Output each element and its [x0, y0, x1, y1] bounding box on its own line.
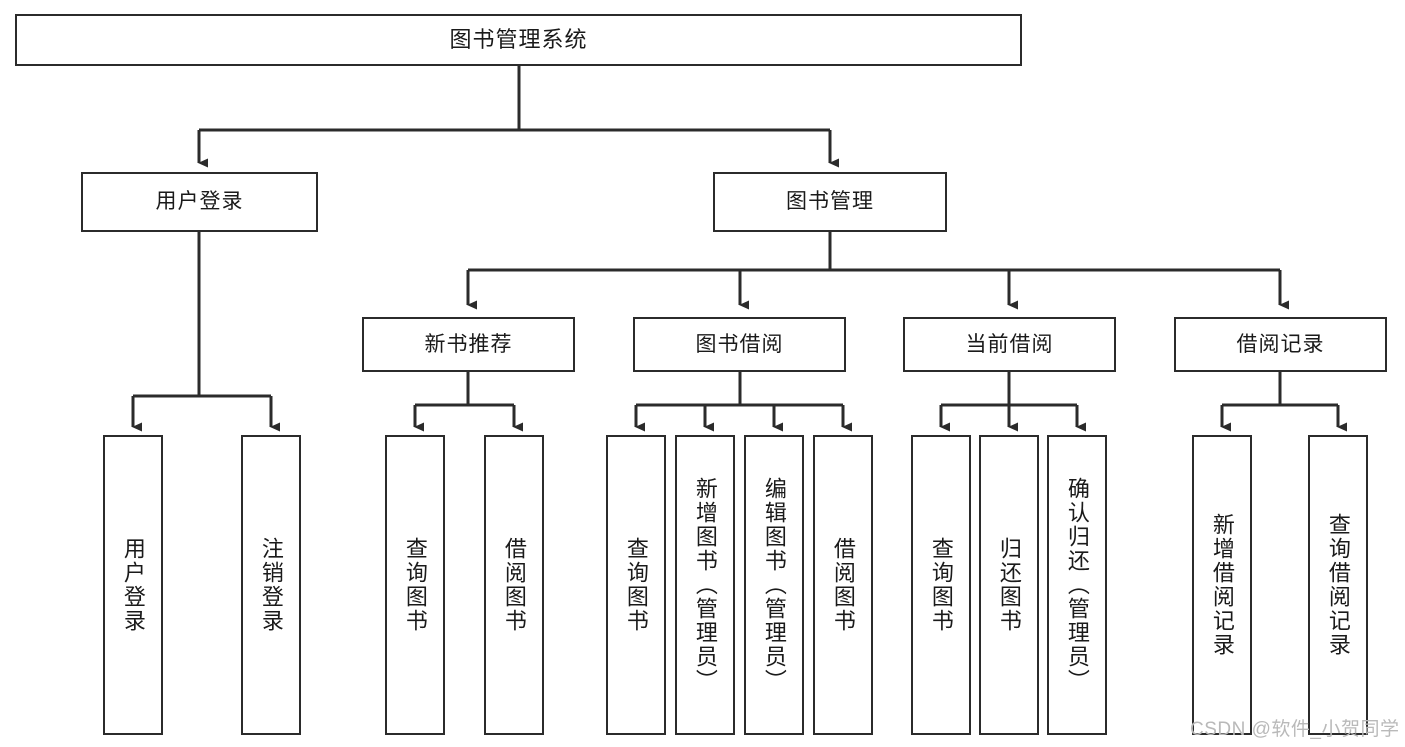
leaf-add-book-admin[interactable]: 新增图书（管理员）: [675, 435, 735, 735]
node-new-book-recommend[interactable]: 新书推荐: [362, 317, 575, 372]
leaf-label: 新增借阅记录: [1209, 513, 1235, 657]
leaf-label: 确认归还（管理员）: [1064, 477, 1090, 693]
leaf-label: 归还图书: [996, 537, 1022, 633]
csdn-watermark: CSDN @软件_小贺同学: [1190, 719, 1400, 740]
leaf-label: 查询图书: [623, 537, 649, 633]
leaf-label: 查询图书: [402, 537, 428, 633]
leaf-label: 借阅图书: [501, 537, 527, 633]
leaf-label: 查询图书: [928, 537, 954, 633]
leaf-edit-book-admin[interactable]: 编辑图书（管理员）: [744, 435, 804, 735]
leaf-return-book[interactable]: 归还图书: [979, 435, 1039, 735]
leaf-label: 新增图书（管理员）: [692, 477, 718, 693]
node-label: 图书管理系统: [449, 26, 588, 52]
node-borrow-record[interactable]: 借阅记录: [1174, 317, 1387, 372]
node-book-borrow[interactable]: 图书借阅: [633, 317, 846, 372]
leaf-query-book-recommend[interactable]: 查询图书: [385, 435, 445, 735]
node-label: 借阅记录: [1236, 332, 1325, 356]
leaf-label: 用户登录: [120, 537, 146, 633]
node-label: 当前借阅: [965, 332, 1054, 356]
leaf-label: 编辑图书（管理员）: [761, 477, 787, 693]
node-current-borrow[interactable]: 当前借阅: [903, 317, 1116, 372]
leaf-user-login[interactable]: 用户登录: [103, 435, 163, 735]
leaf-logout-login[interactable]: 注销登录: [241, 435, 301, 735]
leaf-add-borrow-record[interactable]: 新增借阅记录: [1192, 435, 1252, 735]
leaf-borrow-book-recommend[interactable]: 借阅图书: [484, 435, 544, 735]
node-label: 新书推荐: [424, 332, 513, 356]
leaf-query-book-current[interactable]: 查询图书: [911, 435, 971, 735]
node-root-book-management-system[interactable]: 图书管理系统: [15, 14, 1022, 66]
leaf-label: 查询借阅记录: [1325, 513, 1351, 657]
leaf-query-borrow-record[interactable]: 查询借阅记录: [1308, 435, 1368, 735]
leaf-label: 注销登录: [258, 537, 284, 633]
leaf-query-book-borrow[interactable]: 查询图书: [606, 435, 666, 735]
node-label: 图书管理: [786, 190, 874, 214]
node-label: 用户登录: [155, 190, 244, 214]
leaf-borrow-book-borrow[interactable]: 借阅图书: [813, 435, 873, 735]
node-user-login[interactable]: 用户登录: [81, 172, 318, 232]
leaf-label: 借阅图书: [830, 537, 856, 633]
leaf-confirm-return-admin[interactable]: 确认归还（管理员）: [1047, 435, 1107, 735]
node-book-management[interactable]: 图书管理: [713, 172, 947, 232]
node-label: 图书借阅: [695, 332, 784, 356]
